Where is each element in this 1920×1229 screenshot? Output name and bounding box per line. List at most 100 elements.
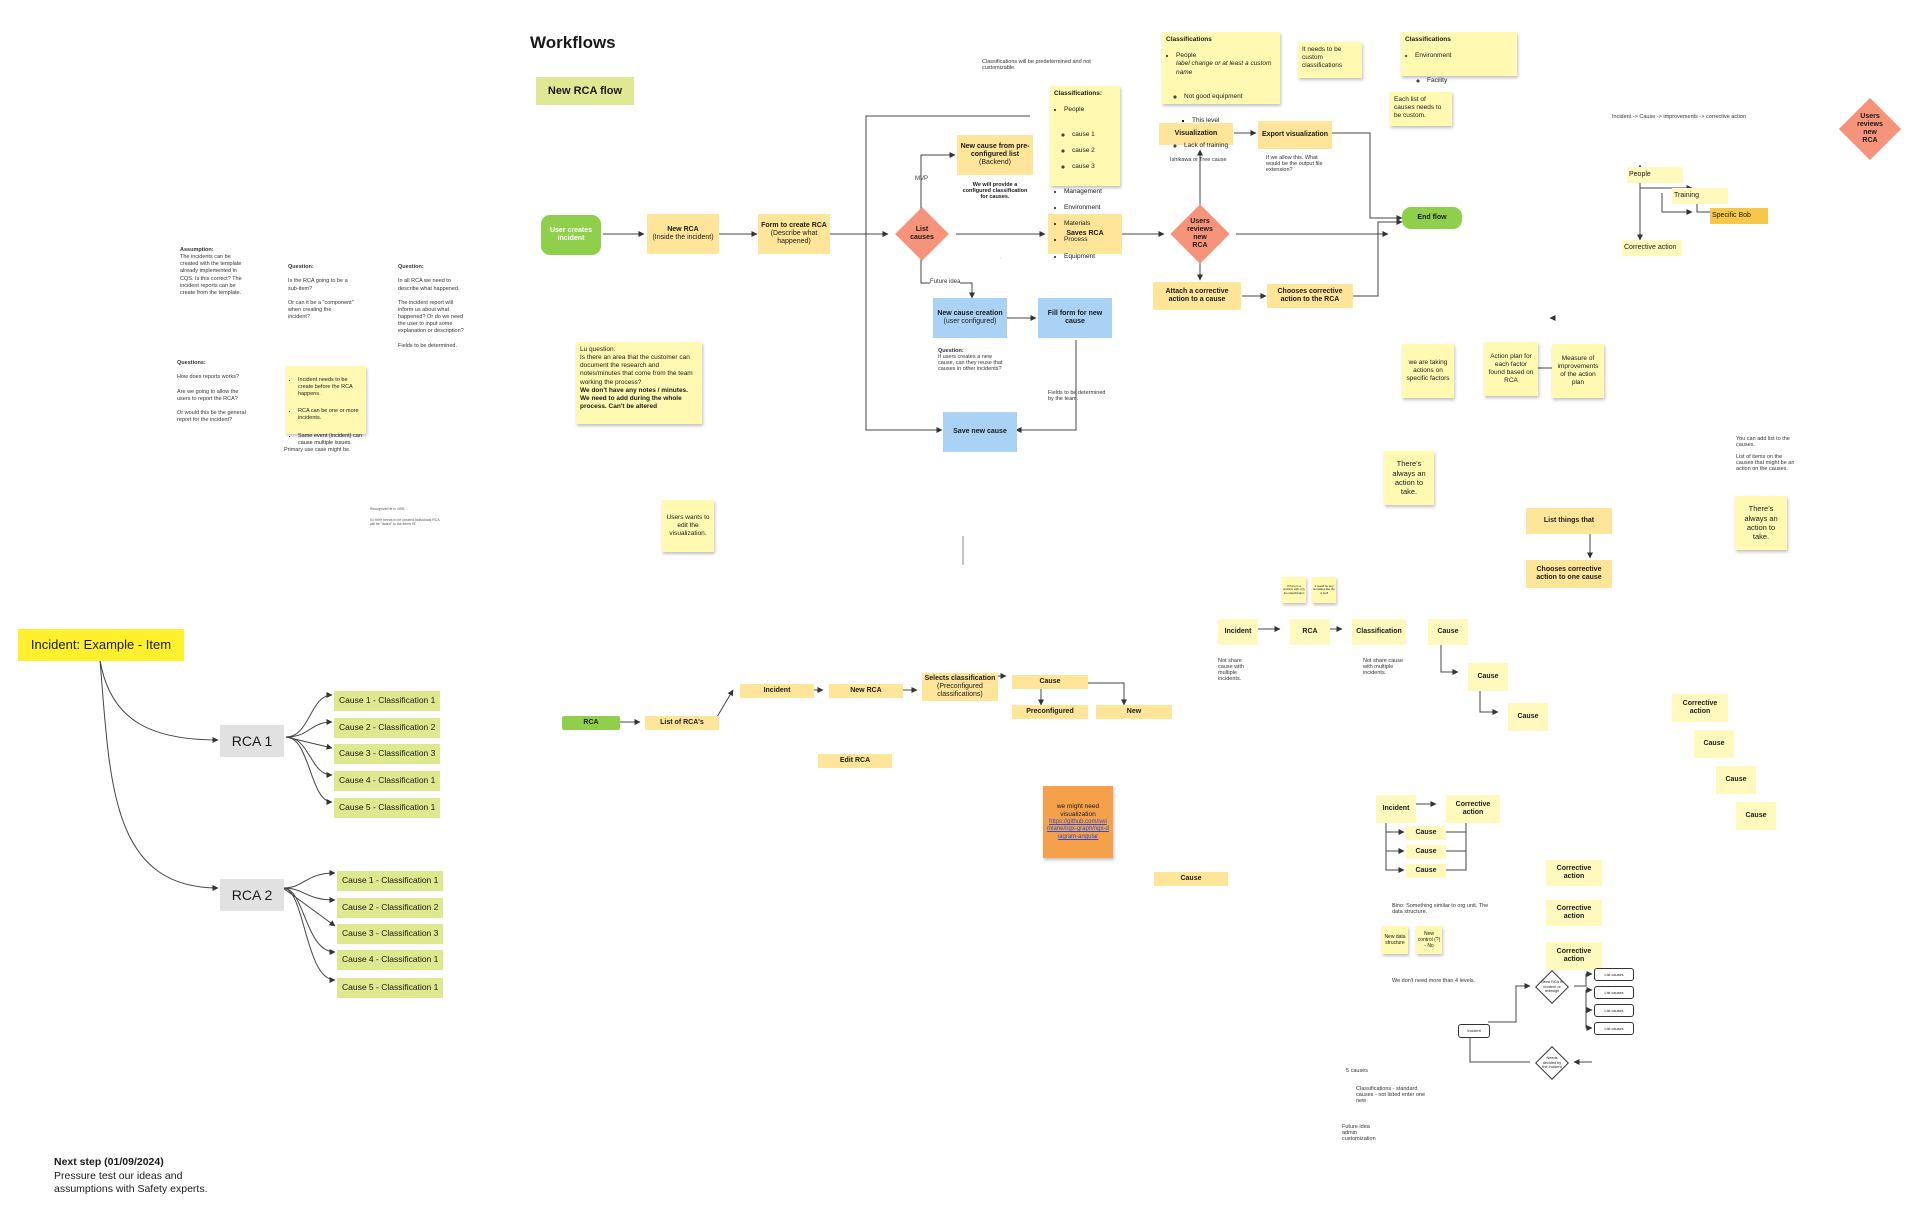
- sticky-each-list: Each list of causes needs to be custom.: [1390, 92, 1452, 126]
- sticky-might-need-visualization: we might need visualization https://gith…: [1043, 786, 1113, 858]
- node-chooses-one-cause[interactable]: Chooses corrective action to one cause: [1526, 560, 1612, 588]
- sticky-always-action: There's always an action to take.: [1384, 451, 1434, 505]
- note-not-share-2: Not share cause with multiple incidents.: [1363, 658, 1404, 676]
- mindmap-rca-1[interactable]: RCA 1: [220, 725, 284, 757]
- decision-list-causes[interactable]: List causes: [895, 207, 949, 261]
- next-step-title: Next step (01/09/2024): [54, 1156, 164, 1168]
- note-classifications-predetermined: Classifications will be predetermined an…: [982, 59, 1091, 71]
- mid-new[interactable]: New: [1096, 705, 1172, 719]
- wf-decision-2: Needs decided by the incident: [1530, 1046, 1574, 1080]
- wf-list-causes-1: List causes: [1594, 968, 1634, 981]
- sticky-taking-actions: we are taking actions on specific factor…: [1402, 344, 1454, 398]
- node-choose-corrective-action[interactable]: Chooses corrective action to the RCA: [1267, 284, 1353, 308]
- edge-label-future-idea: Future idea: [930, 279, 961, 285]
- note-primary-use: Primary use case might be.: [284, 447, 351, 453]
- rca1-cause-5[interactable]: Cause 5 - Classification 1: [334, 798, 440, 818]
- rca1-cause-3[interactable]: Cause 3 - Classification 3: [334, 744, 440, 764]
- decision-users-reviews-right[interactable]: Users reviews new RCA: [1838, 97, 1902, 161]
- stack-cause-1[interactable]: Cause: [1694, 730, 1734, 758]
- stack-cause-3[interactable]: Cause: [1736, 802, 1776, 830]
- wf-list-causes-2: List causes: [1594, 986, 1634, 999]
- sticky-tiny-b: It would be any templates like the ui st…: [1312, 577, 1336, 603]
- sticky-new-data: New data structure: [1382, 926, 1408, 954]
- note-question-subitem: Question: Is the RCA going to be a sub-i…: [288, 264, 354, 321]
- note-questions-reports: Questions: How does reports works? Are w…: [177, 360, 246, 424]
- wf-list-causes-4: List causes: [1594, 1022, 1634, 1035]
- next-step-body: Pressure test our ideas and assumptions …: [54, 1169, 208, 1196]
- note-tiny-2: So their needs to be created individuals…: [370, 518, 440, 526]
- sticky-measure: Measure of improvements of the action pl…: [1552, 344, 1604, 398]
- mid-edit-rca[interactable]: Edit RCA: [818, 754, 892, 768]
- note-you-can-add: You can add list to the causes. List of …: [1736, 436, 1795, 472]
- mid-cause[interactable]: Cause: [1012, 675, 1088, 689]
- mindmap-rca-2[interactable]: RCA 2: [220, 879, 284, 911]
- chain-cause-1[interactable]: Cause: [1428, 619, 1468, 645]
- chain-cause-3[interactable]: Cause: [1508, 703, 1548, 731]
- chain-classification[interactable]: Classification: [1352, 619, 1406, 645]
- corrective-action-3[interactable]: Corrective action: [1546, 942, 1602, 970]
- note-fields-determined: Fields to be determined by the team.: [1048, 390, 1106, 402]
- link-ngx-graph[interactable]: https://github.com/swimlane/ngx-graph/ng…: [1047, 818, 1109, 840]
- corrective-action-1[interactable]: Corrective action: [1546, 860, 1602, 886]
- rca1-cause-2[interactable]: Cause 2 - Classification 2: [334, 718, 440, 738]
- itree-cause-2[interactable]: Cause: [1406, 845, 1446, 859]
- node-attach-corrective-action[interactable]: Attach a corrective action to a cause: [1153, 282, 1241, 310]
- rca2-cause-4[interactable]: Cause 4 - Classification 1: [337, 950, 443, 970]
- classification-list: People cause 1 cause 2 cause 3 Managemen…: [1054, 98, 1102, 269]
- node-export-visualization[interactable]: Export visualization: [1258, 121, 1332, 149]
- node-end-flow[interactable]: End flow: [1402, 207, 1462, 229]
- mid-new-rca[interactable]: New RCA: [829, 684, 903, 698]
- node-fill-form-new-cause[interactable]: Fill form for new cause: [1038, 298, 1112, 338]
- sticky-classifications: Classifications: People cause 1 cause 2 …: [1050, 86, 1120, 260]
- sticky-new-control: New control (?) - No: [1416, 926, 1442, 954]
- node-save-new-cause[interactable]: Save new cause: [943, 412, 1017, 452]
- wf-incident: Incident: [1458, 1024, 1490, 1038]
- chain-cause-2[interactable]: Cause: [1468, 663, 1508, 691]
- rca2-cause-3[interactable]: Cause 3 - Classification 3: [337, 924, 443, 944]
- stack-corrective-action[interactable]: Corrective action: [1672, 694, 1728, 722]
- mid-preconfigured[interactable]: Preconfigured: [1012, 705, 1088, 719]
- sticky-classifications-right: Classifications Environment Facility: [1401, 32, 1517, 84]
- tree-people: People: [1627, 167, 1683, 183]
- mid-selects-classification[interactable]: Selects classification (Preconfigured cl…: [922, 673, 998, 701]
- node-new-rca[interactable]: New RCA (Inside the incident): [647, 214, 719, 254]
- edge-label-ishikawa: Ishikawa or Tree cause: [1170, 157, 1227, 163]
- rca2-cause-1[interactable]: Cause 1 - Classification 1: [337, 871, 443, 891]
- node-form-create-rca[interactable]: Form to create RCA (Describe what happen…: [758, 214, 830, 254]
- node-new-cause-creation[interactable]: New cause creation (user configured): [933, 298, 1007, 338]
- rca1-cause-4[interactable]: Cause 4 - Classification 1: [334, 771, 440, 791]
- mid-cause-lone[interactable]: Cause: [1154, 872, 1228, 886]
- note-if-we-allow: If we allow this. What would be the outp…: [1266, 155, 1323, 173]
- node-list-things[interactable]: List things that: [1526, 508, 1612, 534]
- node-user-creates-incident[interactable]: User creates incident: [541, 215, 601, 255]
- page-title: Workflows: [530, 33, 616, 52]
- tree-training: Training: [1672, 188, 1728, 204]
- mid-incident[interactable]: Incident: [740, 684, 814, 698]
- rca2-cause-2[interactable]: Cause 2 - Classification 2: [337, 898, 443, 918]
- itree-incident[interactable]: Incident: [1376, 795, 1416, 823]
- note-four-levels: We don't need more than 4 levels.: [1392, 978, 1476, 984]
- mid-rca[interactable]: RCA: [562, 716, 620, 730]
- itree-corrective-action[interactable]: Corrective action: [1446, 795, 1500, 823]
- chain-rca[interactable]: RCA: [1290, 619, 1330, 645]
- rca1-cause-1[interactable]: Cause 1 - Classification 1: [334, 691, 440, 711]
- next-step: Next step (01/09/2024) Pressure test our…: [54, 1156, 214, 1197]
- sticky-needs-custom: It needs to be custom classifications: [1298, 42, 1362, 78]
- note-classif-standard: Classifications - standard causes - not …: [1356, 1086, 1426, 1104]
- note-tiny-1: Recognized fe in 1891: [370, 507, 405, 511]
- node-new-cause-preconfigured[interactable]: New cause from pre-configured list (Back…: [957, 135, 1033, 175]
- sticky-action-plan: Action plan for each factor found based …: [1484, 342, 1538, 396]
- itree-cause-1[interactable]: Cause: [1406, 826, 1446, 840]
- itree-cause-3[interactable]: Cause: [1406, 864, 1446, 878]
- stack-cause-2[interactable]: Cause: [1716, 766, 1756, 794]
- decision-users-reviews[interactable]: Users reviews new RCA: [1170, 204, 1230, 264]
- rca2-cause-5[interactable]: Cause 5 - Classification 1: [337, 978, 443, 998]
- node-visualization[interactable]: Visualization: [1159, 123, 1233, 145]
- corrective-action-2[interactable]: Corrective action: [1546, 900, 1602, 926]
- mid-list-rcas[interactable]: List of RCA's: [645, 716, 719, 730]
- chain-incident[interactable]: Incident: [1218, 619, 1258, 645]
- sticky-users-wants: Users wants to edit the visualization.: [662, 500, 714, 552]
- mindmap-incident[interactable]: Incident: Example - Item: [18, 629, 184, 661]
- node-saves-rca[interactable]: Saves RCA: [1048, 214, 1122, 254]
